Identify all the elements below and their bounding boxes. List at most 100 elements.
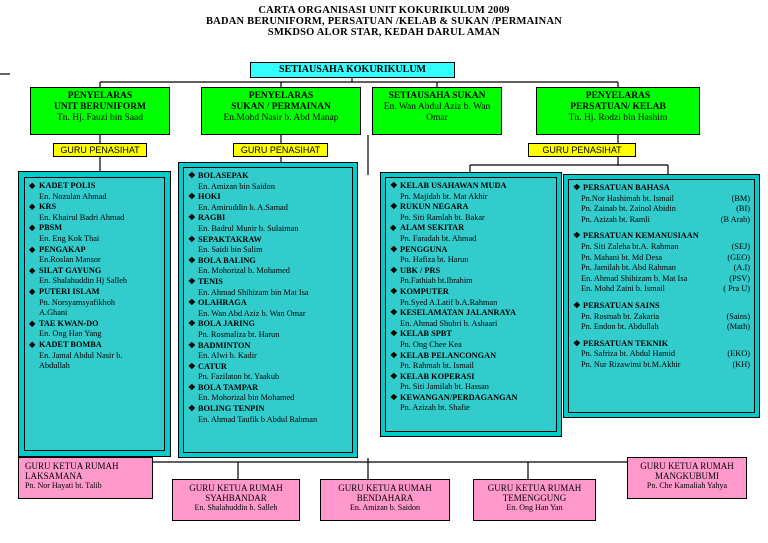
club-title-text: KOMPUTER — [400, 286, 449, 296]
society-advisor-row: Pn.Nor Hashimah bt. Ismail(BM) — [573, 194, 750, 205]
uniform-unit-title-text: PENGAKAP — [39, 244, 86, 254]
society-advisor-row: Pn. Jamilah bt. Abd Rahman(A.I) — [573, 263, 750, 274]
bullet-icon: ❖ — [188, 234, 196, 244]
bullet-icon: ❖ — [188, 319, 196, 329]
club-title: ❖KEWANGAN/PERDAGANGAN — [390, 393, 552, 404]
club-title-text: UBK / PRS — [400, 265, 441, 275]
coordinator-sports-title2: SUKAN / PERMAINAN — [231, 102, 331, 112]
sport-title: ❖BOLA JARING — [188, 319, 348, 330]
bullet-icon: ❖ — [390, 265, 398, 275]
bullet-icon: ❖ — [390, 181, 398, 190]
coordinator-clubs-title2: PERSATUAN/ KELAB — [570, 102, 666, 112]
coordinator-sports-name: En.Mohd Nasir b. Abd Manap — [223, 113, 339, 123]
coordinator-clubs-title1: PENYELARAS — [585, 91, 651, 101]
sport-title: ❖SEPAKTAKRAW — [188, 235, 348, 246]
society-advisor-name: Pn. Endon bt. Abdullah — [581, 322, 659, 332]
advisor-label-sports: GURU PENASIHAT — [233, 143, 328, 157]
society-title: ❖PERSATUAN KEMANUSIAAN — [573, 231, 750, 242]
sport-title: ❖RAGBI — [188, 213, 348, 224]
sport-advisor-name: En. Mohorizal b. Mohamed — [198, 266, 290, 276]
sport-advisor-name: Pn. Fazilaton bt. Yaakub — [198, 372, 280, 382]
uniform-unit-advisor-name: En. Shalahuddin Hj Salleh — [39, 276, 128, 286]
coordinator-uniform-title2: UNIT BERUNIFORM — [54, 102, 146, 112]
chart-title-line-1: CARTA ORGANISASI UNIT KOKURIKULUM 2009 — [258, 5, 510, 16]
sport-advisor-name: En. Alwi b. Kadir — [198, 351, 257, 361]
sport-title: ❖CATUR — [188, 362, 348, 373]
club-title-text: KELAB USAHAWAN MUDA — [400, 181, 507, 190]
uniform-unit-title: ◆TAE KWAN-DO — [29, 319, 160, 330]
coordinator-clubs-name: Tn. Hj. Rodzi bin Hashim — [568, 113, 668, 123]
club-title: ❖KESELAMATAN JALANRAYA — [390, 308, 552, 319]
uniform-unit-advisor-name: En. Eng Kok Thai — [39, 233, 100, 243]
coordinator-sports-title1: PENYELARAS — [248, 91, 314, 101]
bullet-icon: ◆ — [29, 202, 36, 212]
uniform-unit-title: ◆KADET POLIS — [29, 181, 160, 192]
bullet-icon: ❖ — [573, 231, 581, 241]
bullet-icon: ❖ — [188, 382, 196, 392]
club-advisor-name: Pn.Fathiah bt.Ibrahim — [400, 276, 473, 286]
house-temenggung-label2: TEMENGGUNG — [502, 493, 567, 503]
chart-title-line-2: BADAN BERUNIFORM, PERSATUAN /KELAB & SUK… — [205, 16, 563, 27]
sport-title-text: CATUR — [198, 361, 227, 371]
club-title-text: RUKUN NEGARA — [400, 202, 469, 212]
setiausaha-kokurikulum-box: SETIAUSAHA KOKURIKULUM — [250, 62, 455, 78]
uniform-unit-advisor-name: A.Ghani — [39, 308, 68, 318]
bullet-icon: ◆ — [29, 244, 36, 254]
uniform-unit-advisor-name: Pn. Norsyamsyafikhoh — [39, 297, 116, 307]
club-title: ❖KELAB USAHAWAN MUDA — [390, 181, 552, 192]
sport-title-text: BOLA TAMPAR — [198, 382, 259, 392]
house-laksamana-label2: LAKSAMANA — [25, 471, 83, 481]
bullet-icon: ❖ — [390, 350, 398, 360]
house-bendahara-label1: GURU KETUA RUMAH — [338, 483, 432, 493]
chart-title-line-3: SMKDSO ALOR STAR, KEDAH DARUL AMAN — [267, 27, 501, 38]
uniform-unit-title: ◆PBSM — [29, 223, 160, 234]
bullet-icon: ❖ — [390, 202, 398, 212]
club-title-text: KELAB SPBT — [400, 329, 452, 339]
club-advisor-name: Pn. Faradah bt. Ahmad — [400, 233, 477, 243]
society-advisor-name: Pn. Zainab bt. Zainol Abidin — [581, 204, 676, 214]
society-advisor-row: En. Mohd Zaini b. Ismail( Pra U) — [573, 284, 750, 295]
uniform-unit-title-text: KRS — [39, 202, 57, 212]
society-advisor-name: En. Ahmad Shihizam b. Mat Isa — [581, 273, 688, 283]
club-title-text: KELAB KOPERASI — [400, 371, 475, 381]
society-title: ❖PERSATUAN SAINS — [573, 301, 750, 312]
society-advisor-row: Pn. Endon bt. Abdullah(Math) — [573, 322, 750, 333]
society-advisor-row: Pn. Nur Rizawimi bt.M.Akhir(KH) — [573, 360, 750, 371]
uniform-unit-title-text: KADET BOMBA — [39, 339, 102, 349]
sport-title-text: BOLA JARING — [198, 319, 255, 329]
club-title: ❖KOMPUTER — [390, 287, 552, 298]
bullet-icon: ❖ — [188, 361, 196, 371]
coordinator-uniform-title1: PENYELARAS — [67, 91, 133, 101]
sport-advisor-name: En. Wan Abd Aziz b. Wan Omar — [198, 308, 306, 318]
bullet-icon: ◆ — [29, 339, 36, 349]
uniform-unit-advisor-name: Abdullah — [39, 361, 70, 371]
sports-secretary-box: SETIAUSAHA SUKAN En. Wan Abdul Aziz b. W… — [372, 87, 502, 135]
club-advisor-name: Pn. Siti Jamilah bt. Hassan — [400, 382, 489, 392]
sport-title-text: BOLASEPAK — [198, 171, 249, 180]
society-subject-code: (B Arab) — [720, 214, 750, 224]
sport-title: ❖BOLA BALING — [188, 256, 348, 267]
house-temenggung-name: En. Ong Han Yan — [506, 503, 563, 512]
sport-title: ❖BOLING TENPIN — [188, 404, 348, 415]
sport-advisor-name: En. Amiruddin b. A.Samad — [198, 202, 288, 212]
club-title-text: ALAM SEKITAR — [400, 223, 465, 233]
society-advisor-row: Pn. Zainab bt. Zainol Abidin(BI) — [573, 204, 750, 215]
uniform-unit-title-text: SILAT GAYUNG — [39, 265, 102, 275]
society-subject-code: (Sains) — [726, 311, 750, 321]
coordinator-uniform-name: Tn. Hj. Fauzi bin Saad — [56, 113, 143, 123]
bullet-icon: ❖ — [573, 300, 581, 310]
bullet-icon: ❖ — [188, 171, 196, 180]
club-advisor-name: Pn. Rahmah bt. Ismail — [400, 361, 474, 371]
club-title-text: KEWANGAN/PERDAGANGAN — [400, 392, 518, 402]
house-laksamana-box: GURU KETUA RUMAH LAKSAMANA Pn. Nor Hayat… — [18, 457, 153, 499]
club-title: ❖PENGGUNA — [390, 245, 552, 256]
advisor-label-uniform: GURU PENASIHAT — [53, 143, 147, 157]
society-subject-code: (A.I) — [733, 263, 750, 273]
bullet-icon: ◆ — [29, 318, 36, 328]
society-subject-code: (SEJ) — [731, 241, 750, 251]
club-title: ❖KELAB SPBT — [390, 329, 552, 340]
